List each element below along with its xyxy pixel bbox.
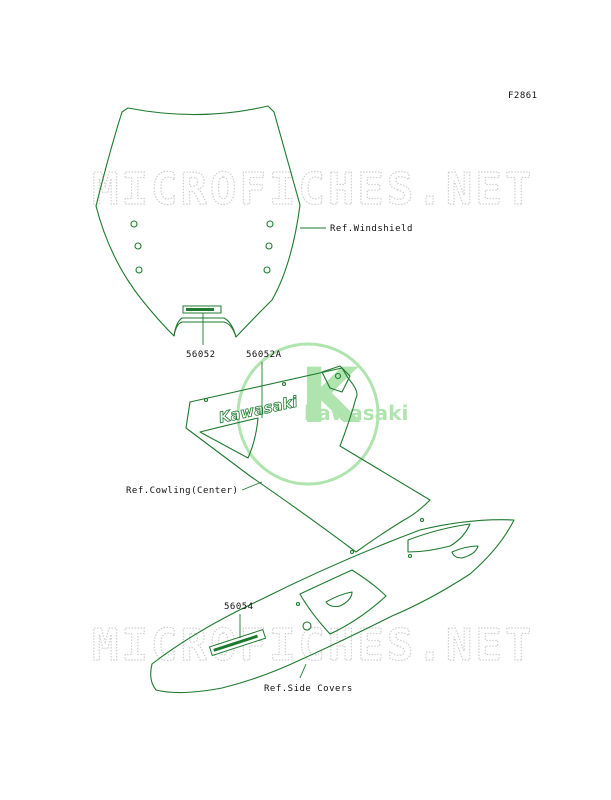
ref-cowling-label: Ref.Cowling(Center) xyxy=(126,486,238,496)
watermark-bottom: MICROFICHES.NET xyxy=(92,620,534,671)
logo-letter: K xyxy=(300,351,362,440)
ref-side-covers-label: Ref.Side Covers xyxy=(264,684,353,694)
kawasaki-logo-watermark: K kawasaki xyxy=(236,342,408,486)
part-56052-label: 56052 xyxy=(186,350,216,360)
side-cover-decal xyxy=(208,629,267,657)
cowling-outline xyxy=(185,365,431,555)
side-covers-outline xyxy=(150,519,515,694)
logo-wordmark: kawasaki xyxy=(304,401,408,425)
leader-side-covers xyxy=(299,663,307,679)
part-56054-label: 56054 xyxy=(224,602,254,612)
cowling-kawasaki-decal: Kawasaki xyxy=(217,393,300,427)
figure-code: F2861 xyxy=(508,91,538,101)
windshield-decal xyxy=(182,305,222,314)
part-56052a-label: 56052A xyxy=(246,350,282,360)
windshield-mount-holes xyxy=(130,220,274,274)
watermark-top: MICROFICHES.NET xyxy=(92,164,534,215)
ref-windshield-label: Ref.Windshield xyxy=(330,224,413,234)
leader-cowling xyxy=(241,481,263,491)
